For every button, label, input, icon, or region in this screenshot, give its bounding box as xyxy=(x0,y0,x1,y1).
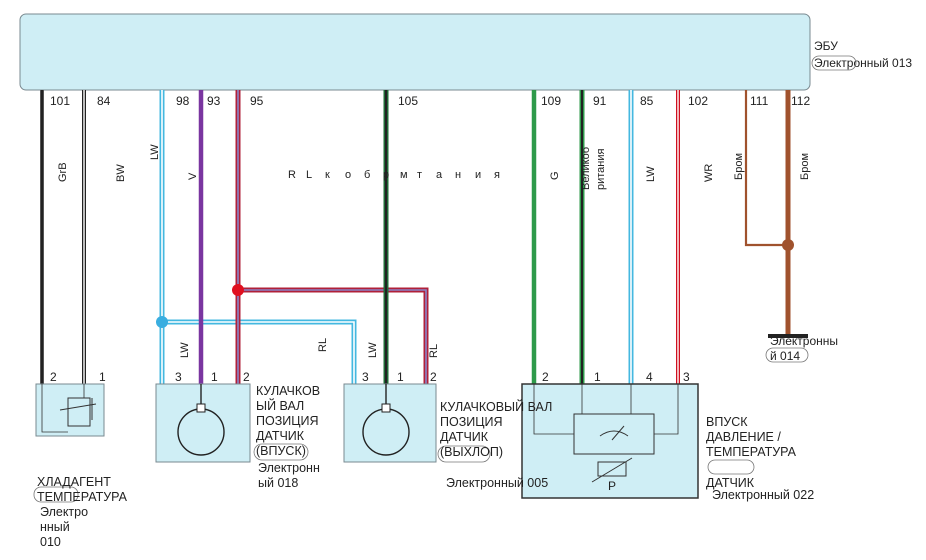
ecu-pin-111: 111 xyxy=(750,94,769,108)
ecu-title: ЭБУ xyxy=(814,39,838,53)
wire-111 xyxy=(744,90,788,247)
ground-connector-oval xyxy=(765,347,809,363)
wire-label-drop95b: RL xyxy=(428,344,440,358)
ecu-pin-93: 93 xyxy=(207,94,221,108)
svg-text:о: о xyxy=(345,169,351,181)
svg-text:т: т xyxy=(417,169,422,181)
svg-text:R: R xyxy=(288,169,296,181)
cam-exhaust-sensor xyxy=(343,383,437,463)
svg-text:б: б xyxy=(364,169,370,181)
wire-label-112: Бром xyxy=(799,153,811,180)
ground-connector-line2: й 014 xyxy=(770,349,800,363)
ecu-pin-84: 84 xyxy=(97,94,111,108)
cam-intake-sensor xyxy=(155,383,251,463)
junction-red xyxy=(232,284,244,296)
coolant-pin-2: 2 xyxy=(50,370,57,384)
wire-label-85: LW xyxy=(645,166,657,182)
wire-95 xyxy=(235,90,429,384)
junction-light-blue xyxy=(156,316,168,328)
coolant-pin-1: 1 xyxy=(99,370,106,384)
wire-label-91b: ритания xyxy=(595,148,607,190)
cam-exhaust-connector: Электронный 005 xyxy=(446,476,549,490)
ground-connector-line1: Электронны xyxy=(770,334,838,348)
junction-brown xyxy=(782,239,794,251)
cam-intake-pin-1: 1 xyxy=(211,370,218,384)
coolant-name-oval xyxy=(33,486,79,503)
ecu-pin-98: 98 xyxy=(176,94,190,108)
svg-text:и: и xyxy=(475,169,481,181)
svg-text:н: н xyxy=(455,169,461,181)
cam-exhaust-name: КУЛАЧКОВЫЙ ВАЛ ПОЗИЦИЯ ДАТЧИК (ВЫХЛОП) xyxy=(440,400,553,459)
ecu-pin-109: 109 xyxy=(541,94,561,108)
wire-label-111: Бром xyxy=(733,153,745,180)
ecu-connector-oval xyxy=(811,55,857,71)
map-pin-1: 1 xyxy=(594,370,601,384)
coolant-name: ХЛАДАГЕНТ ТЕМПЕРАТУРА xyxy=(37,475,127,504)
ecu-pin-112: 112 xyxy=(791,94,810,108)
wire-label-drop95: RL xyxy=(317,338,329,352)
svg-text:к: к xyxy=(325,169,330,181)
wire-98 xyxy=(159,90,357,384)
cam-exhaust-name-oval xyxy=(437,445,491,463)
wire-label-93: V xyxy=(187,172,199,180)
coolant-temp-sensor xyxy=(35,383,105,437)
map-pin-4: 4 xyxy=(646,370,653,384)
cam-exhaust-pin-1: 1 xyxy=(397,370,404,384)
ecu-pin-102: 102 xyxy=(688,94,708,108)
wire-label-95-chars: R L к о б р м т а н и я xyxy=(288,169,500,181)
cam-intake-connector: Электронн ый 018 xyxy=(258,461,320,490)
ecu-pin-85: 85 xyxy=(640,94,654,108)
svg-text:я: я xyxy=(494,169,500,181)
ecu-block xyxy=(19,13,811,91)
wire-label-102: WR xyxy=(703,164,715,182)
ecu-pin-91: 91 xyxy=(593,94,607,108)
svg-text:м: м xyxy=(400,169,408,181)
map-sensor xyxy=(521,383,699,499)
ecu-connector: Электронный 013 xyxy=(814,56,912,70)
cam-intake-pin-3: 3 xyxy=(175,370,182,384)
ecu-pin-101: 101 xyxy=(50,94,70,108)
svg-text:р: р xyxy=(383,169,389,181)
ecu-pin-95: 95 xyxy=(250,94,264,108)
cam-intake-name-oval xyxy=(253,443,309,461)
coolant-connector: Электро нный 010 xyxy=(40,505,89,549)
wire-label-109: G xyxy=(549,171,561,180)
cam-exhaust-pin-2: 2 xyxy=(430,370,437,384)
map-pin-3: 3 xyxy=(683,370,690,384)
ecu-pin-105: 105 xyxy=(398,94,418,108)
cam-intake-name: КУЛАЧКОВ ЫЙ ВАЛ ПОЗИЦИЯ ДАТЧИК (ВПУСК) xyxy=(256,384,321,458)
svg-text:а: а xyxy=(436,169,443,181)
map-sensor-name: ВПУСК ДАВЛЕНИЕ / ТЕМПЕРАТУРА ДАТЧИК xyxy=(706,415,796,490)
wire-label-101: GrB xyxy=(57,162,69,182)
wire-label-91a: Великоб xyxy=(580,147,592,190)
wire-label-84: BW xyxy=(115,164,127,182)
map-p-label: P xyxy=(608,479,616,493)
svg-text:L: L xyxy=(306,169,312,181)
wire-label-drop105: LW xyxy=(367,342,379,358)
wire-label-drop98: LW xyxy=(179,342,191,358)
map-pin-2: 2 xyxy=(542,370,549,384)
cam-intake-pin-2: 2 xyxy=(243,370,250,384)
cam-exhaust-pin-3: 3 xyxy=(362,370,369,384)
map-sensor-connector: Электронный 022 xyxy=(712,488,815,502)
map-name-oval xyxy=(707,459,755,475)
wire-label-98: LW xyxy=(149,144,161,160)
